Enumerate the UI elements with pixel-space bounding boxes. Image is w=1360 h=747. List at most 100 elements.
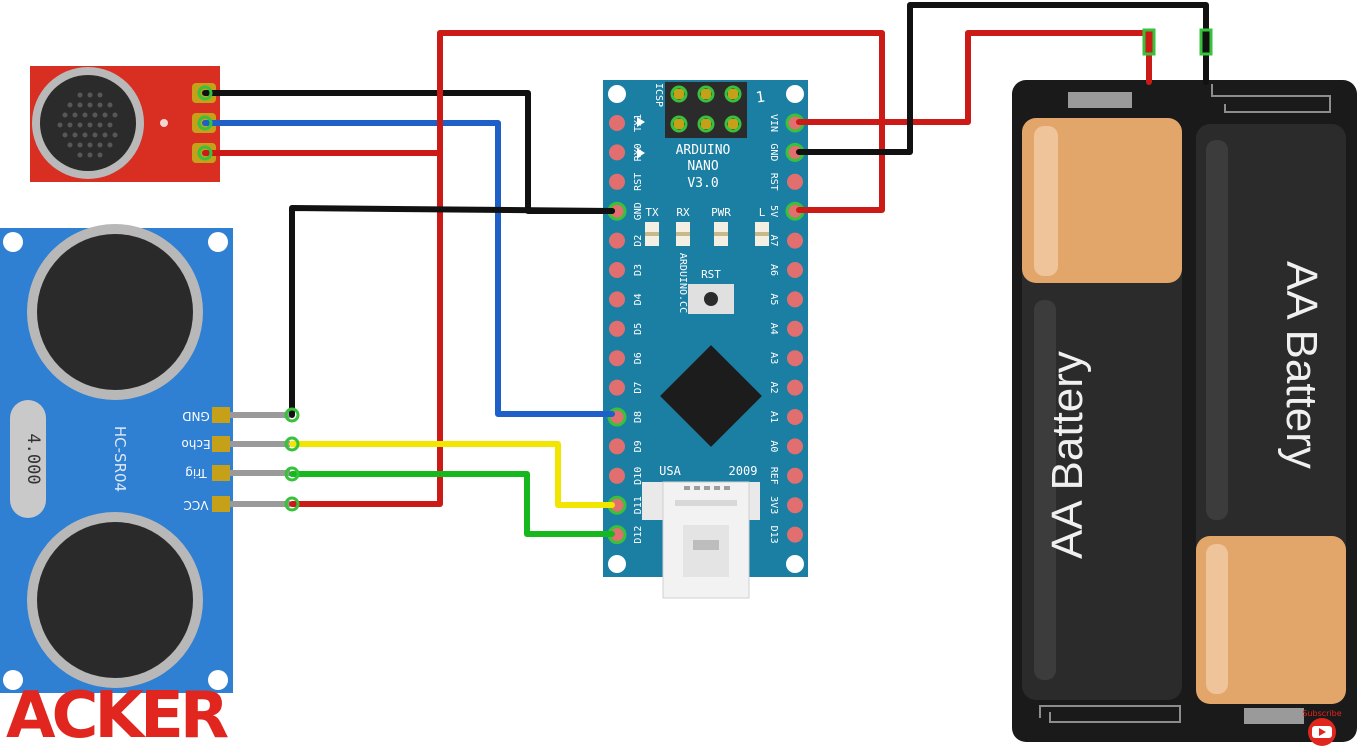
status-leds bbox=[645, 222, 769, 246]
left-pin-14 bbox=[609, 526, 625, 543]
right-pin-label-8: A3 bbox=[768, 352, 779, 364]
ultrasonic-sensor: 4.000 HC-SR04 GND Echo Trig VCC bbox=[0, 224, 290, 693]
left-pin-11 bbox=[609, 438, 625, 455]
battery-cell-2: AA Battery bbox=[1196, 124, 1346, 704]
led-label-l: L bbox=[759, 206, 766, 219]
left-pin-8 bbox=[609, 350, 625, 367]
icsp-pin1-label: 1 bbox=[755, 88, 766, 107]
usb-connector bbox=[642, 481, 760, 599]
brand-label: ARDUINO.CC bbox=[677, 253, 688, 313]
crystal-oscillator bbox=[10, 400, 46, 518]
right-pin-11 bbox=[787, 438, 803, 455]
left-pin-12 bbox=[609, 467, 625, 484]
led-label-rx: RX bbox=[676, 206, 690, 219]
right-pin-label-7: A4 bbox=[768, 323, 779, 335]
battery-cell-1: AA Battery bbox=[1022, 118, 1182, 700]
icsp-label: ICSP bbox=[653, 83, 664, 107]
wire-sensor-gnd bbox=[289, 205, 615, 418]
left-pin-label-1: RX0 bbox=[633, 143, 644, 161]
battery-terminal-bottom bbox=[1244, 708, 1304, 724]
wire-mic-signal bbox=[202, 120, 615, 417]
sensor-pin-trig-label: Trig bbox=[185, 466, 207, 480]
wire-sensor-echo bbox=[289, 441, 615, 508]
right-pin-label-10: A1 bbox=[768, 411, 779, 423]
right-pin-label-14: D13 bbox=[768, 526, 779, 544]
left-pin-6 bbox=[609, 291, 625, 308]
sensor-pin-vcc-label: VCC bbox=[184, 498, 209, 512]
year-label: 2009 bbox=[729, 464, 758, 478]
left-pin-label-0: TX1 bbox=[633, 114, 644, 132]
rst-button-label: RST bbox=[701, 268, 721, 281]
sensor-pin-leads bbox=[230, 412, 290, 507]
right-pin-label-4: A7 bbox=[768, 235, 779, 247]
battery-cell-2-label: AA Battery bbox=[1277, 261, 1326, 469]
watermark-text: ACKER bbox=[6, 679, 228, 747]
watermark: ACKER Subscribe bbox=[6, 679, 1342, 747]
left-pin-label-2: RST bbox=[633, 173, 644, 191]
left-pin-label-10: D8 bbox=[633, 411, 644, 423]
led-label-tx: TX bbox=[645, 206, 659, 219]
right-pin-4 bbox=[787, 232, 803, 249]
left-pin-label-3: GND bbox=[633, 202, 644, 220]
sensor-pin-echo-label: Echo bbox=[181, 437, 210, 451]
left-pin-label-8: D6 bbox=[633, 352, 644, 364]
board-title-line1: ARDUINO bbox=[676, 143, 731, 158]
board-title-line3: V3.0 bbox=[687, 176, 718, 191]
left-pin-label-7: D5 bbox=[633, 323, 644, 335]
left-pin-0 bbox=[609, 115, 625, 131]
left-pin-label-5: D3 bbox=[633, 264, 644, 276]
right-pin-13 bbox=[787, 497, 803, 514]
right-pin-8 bbox=[787, 350, 803, 367]
left-pin-label-4: D2 bbox=[633, 235, 644, 247]
right-pin-label-11: A0 bbox=[768, 440, 779, 452]
right-pin-7 bbox=[787, 320, 803, 337]
right-pin-5 bbox=[787, 262, 803, 278]
left-pin-1 bbox=[609, 144, 625, 161]
left-pin-5 bbox=[609, 262, 625, 278]
wire-sensor-trig bbox=[289, 471, 615, 537]
sensor-model-label: HC-SR04 bbox=[111, 426, 129, 492]
right-pin-label-12: REF bbox=[768, 467, 779, 485]
left-pin-label-13: D11 bbox=[633, 496, 644, 514]
wire-5v-rail bbox=[289, 30, 885, 507]
left-pin-13 bbox=[609, 497, 625, 514]
left-pin-4 bbox=[609, 232, 625, 249]
sensor-pin-gnd-label: GND bbox=[182, 409, 210, 423]
led-label-pwr: PWR bbox=[711, 206, 731, 219]
right-pin-9 bbox=[787, 379, 803, 396]
rx-arrow-icon bbox=[637, 148, 645, 158]
right-pin-label-9: A2 bbox=[768, 382, 779, 394]
right-pin-10 bbox=[787, 409, 803, 425]
right-pin-label-2: RST bbox=[768, 173, 779, 191]
board-title-line2: NANO bbox=[687, 159, 718, 174]
battery-holder: AA Battery AA Battery bbox=[1012, 80, 1357, 742]
microphone-module bbox=[30, 66, 220, 182]
left-pin-label-14: D12 bbox=[633, 526, 644, 544]
subscribe-badge[interactable]: Subscribe bbox=[1302, 709, 1342, 746]
right-pin-14 bbox=[787, 526, 803, 543]
subscribe-label: Subscribe bbox=[1302, 709, 1341, 718]
left-pin-label-12: D10 bbox=[633, 467, 644, 485]
right-pin-label-6: A5 bbox=[768, 293, 779, 305]
wire-end-caps bbox=[197, 28, 1213, 512]
left-pin-label-9: D7 bbox=[633, 382, 644, 394]
arduino-nano-board: ICSP 1 ARDUINO NANO V3.0 TX RX PWR L RST… bbox=[603, 80, 808, 599]
right-pin-label-3: 5V bbox=[768, 205, 779, 217]
left-pin-7 bbox=[609, 320, 625, 337]
right-pin-label-0: VIN bbox=[768, 114, 779, 132]
right-pin-label-1: GND bbox=[768, 143, 779, 161]
left-pin-3 bbox=[609, 203, 625, 220]
origin-label: USA bbox=[659, 464, 681, 478]
left-pin-label-6: D4 bbox=[633, 293, 644, 305]
crystal-label: 4.000 bbox=[23, 433, 43, 484]
right-pin-label-13: 3V3 bbox=[768, 496, 779, 514]
right-pin-label-5: A6 bbox=[768, 264, 779, 276]
right-pin-6 bbox=[787, 291, 803, 308]
battery-terminal-positive bbox=[1068, 92, 1132, 108]
right-pin-12 bbox=[787, 467, 803, 484]
left-pin-9 bbox=[609, 379, 625, 396]
left-pin-2 bbox=[609, 173, 625, 190]
right-pin-1 bbox=[787, 144, 803, 161]
